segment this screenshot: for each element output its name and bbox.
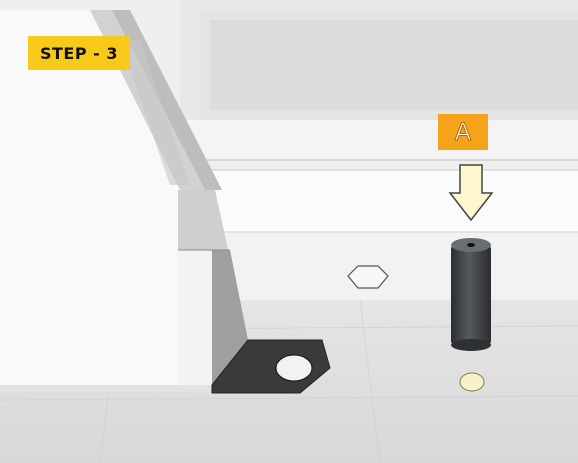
window-recess (210, 20, 578, 110)
top-rail (180, 120, 578, 160)
bracket-hole (276, 355, 312, 381)
floor-hole (460, 373, 484, 391)
step-label: STEP - 3 (28, 36, 130, 70)
pin (451, 245, 491, 345)
post-sleeve-face (178, 250, 212, 385)
callout-label-a: A (438, 114, 488, 150)
